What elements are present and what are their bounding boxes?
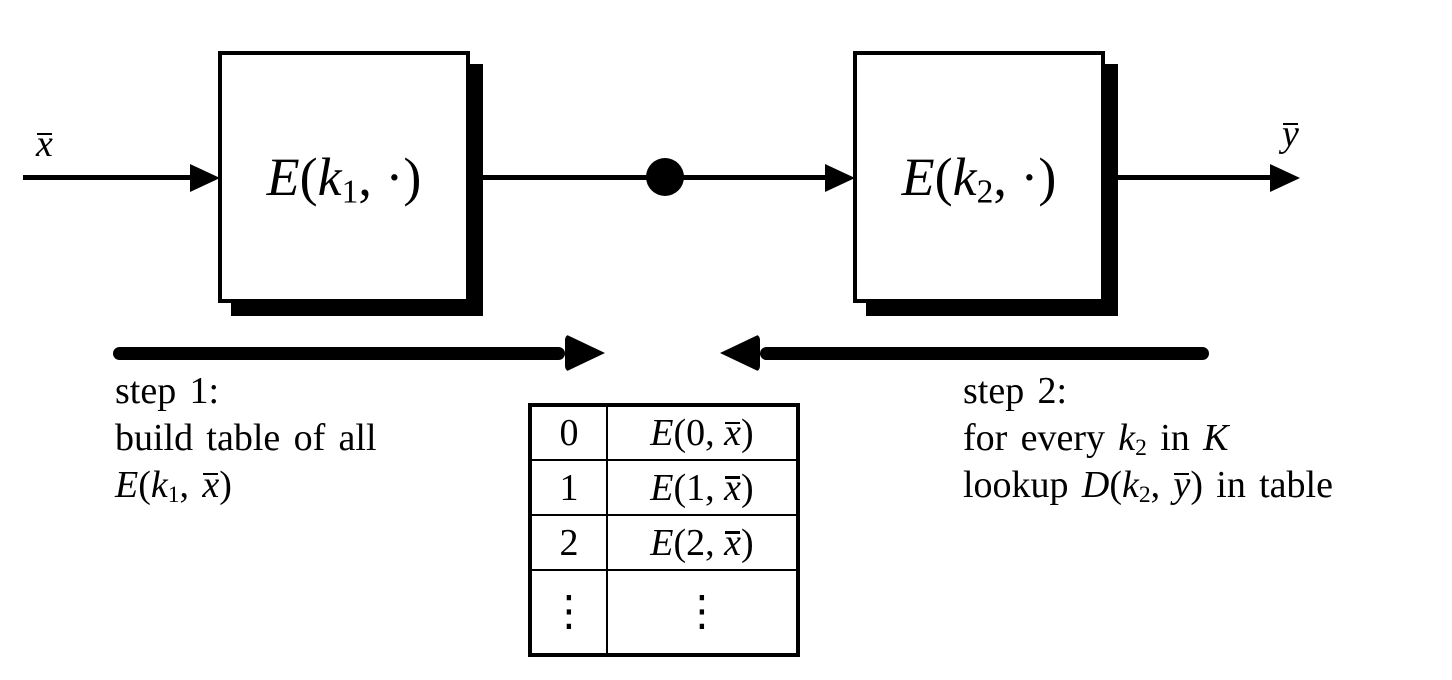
vdots-icon: ⋮ xyxy=(548,585,590,635)
table-row: 2 E(2, x) xyxy=(529,514,799,571)
lookup-table: 0 E(0, x) 1 E(1, x) 2 E(2, x) ⋮ ⋮ xyxy=(528,403,800,657)
encryption-box-1-label: E(k1, ·) xyxy=(266,147,422,211)
junction-dot xyxy=(646,158,684,196)
step1-text: step 1: build table of all E(k1, x) xyxy=(115,368,377,509)
encryption-box-2-label: E(k2, ·) xyxy=(901,147,1057,211)
script-K: K xyxy=(1203,417,1229,459)
step1-line1: step 1: xyxy=(115,370,220,412)
middle-arrowhead-icon xyxy=(825,164,855,192)
table-row: 1 E(1, x) xyxy=(529,459,799,516)
step1-arrow-icon xyxy=(113,334,605,372)
value-cell: E(1, x) xyxy=(606,459,799,516)
x-bar: x xyxy=(36,123,53,165)
step2-text: step 2: for every k2 in K lookup D(k2, y… xyxy=(963,368,1333,509)
key-cell-vdots: ⋮ xyxy=(529,569,608,656)
table-row: 0 E(0, x) xyxy=(529,404,799,461)
output-arrowhead-icon xyxy=(1270,164,1300,192)
step1-line3: E(k1, x) xyxy=(115,464,232,509)
key-cell: 0 xyxy=(529,404,608,461)
output-line xyxy=(1107,175,1272,180)
y-bar: y xyxy=(1282,113,1299,155)
step1-line2: build table of all xyxy=(115,417,377,459)
output-label: y xyxy=(1282,112,1299,156)
input-label: x xyxy=(36,122,53,166)
step2-line1: step 2: xyxy=(963,370,1068,412)
step2-line3: lookup D(k2, y) in table xyxy=(963,464,1333,509)
value-cell: E(2, x) xyxy=(606,514,799,571)
vdots-icon: ⋮ xyxy=(681,585,723,635)
encryption-box-2: E(k2, ·) xyxy=(853,51,1105,303)
key-cell: 1 xyxy=(529,459,608,516)
encryption-box-1: E(k1, ·) xyxy=(218,51,470,303)
step2-line2: for every k2 in K xyxy=(963,417,1229,462)
value-cell-vdots: ⋮ xyxy=(606,569,799,656)
value-cell: E(0, x) xyxy=(606,404,799,461)
step2-arrow-icon xyxy=(720,334,1209,372)
table-row: ⋮ ⋮ xyxy=(529,569,799,656)
input-line xyxy=(23,175,192,180)
key-cell: 2 xyxy=(529,514,608,571)
input-arrowhead-icon xyxy=(190,164,220,192)
